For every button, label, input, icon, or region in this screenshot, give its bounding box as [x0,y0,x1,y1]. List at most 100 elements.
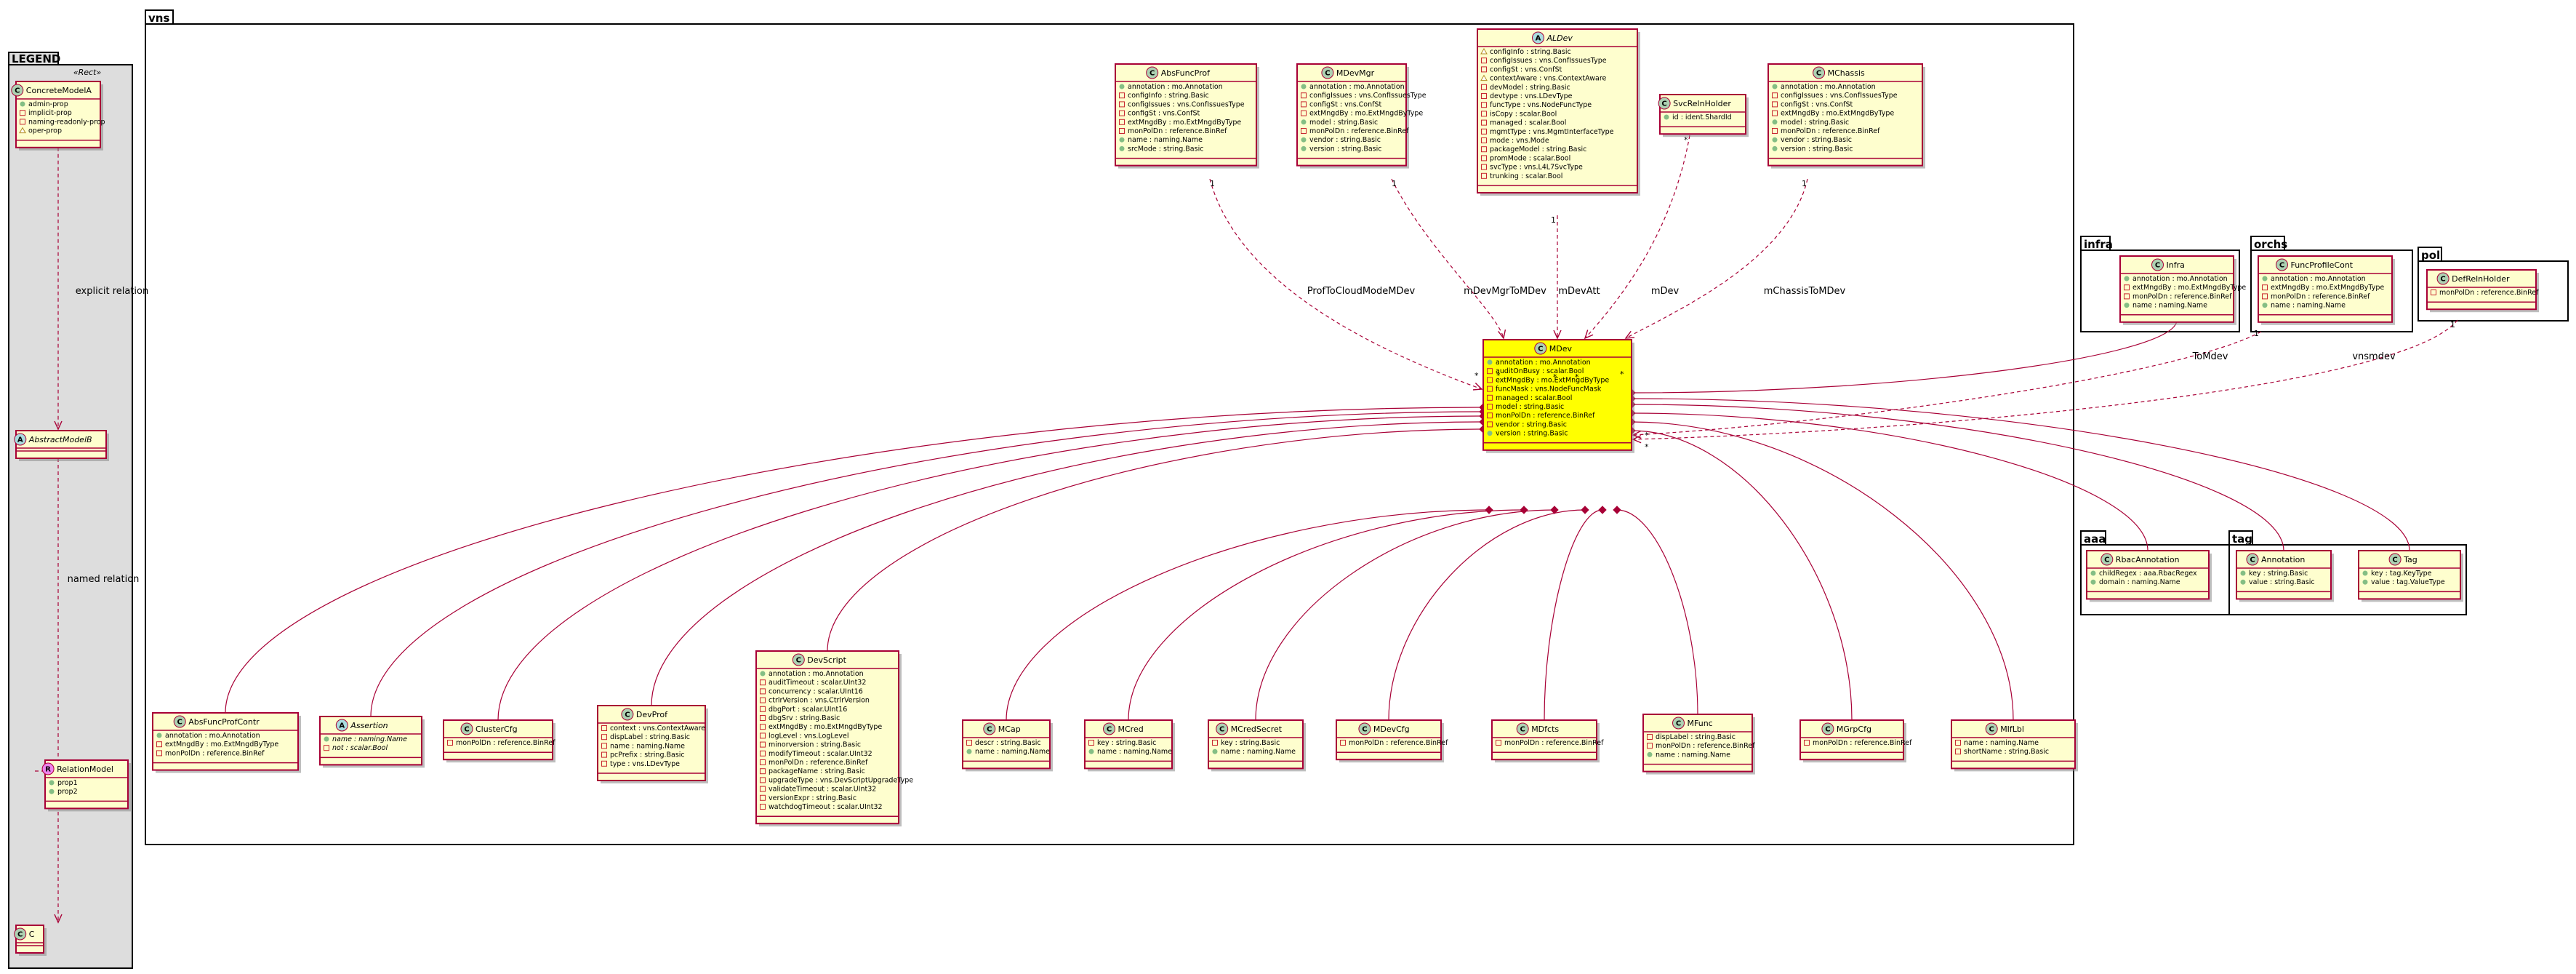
class-attribute: upgradeType : vns.DevScriptUpgradeType [769,776,913,784]
class-attribute: dispLabel : string.Basic [610,733,690,741]
badge-letter: C [1538,346,1543,354]
class-attribute: funcType : vns.NodeFuncType [1490,101,1592,109]
class-attribute: vendor : string.Basic [1309,136,1381,144]
class-attribute: version : string.Basic [1309,145,1381,153]
composition-devscript [827,428,1484,652]
class-attribute: dispLabel : string.Basic [1656,733,1736,741]
class-attribute: configInfo : string.Basic [1490,48,1571,56]
class-attribute: extMngdBy : mo.ExtMngdByType [1496,376,1609,384]
class-name: MDev [1549,344,1573,354]
badge-letter: C [2104,556,2109,564]
badge-letter: C [1989,726,1994,734]
class-name: SvcRelnHolder [1673,99,1731,108]
relation-mdev [1584,135,1690,340]
class-icon [1516,722,1529,735]
class-attribute: model : string.Basic [1309,119,1378,127]
mult-r2-to: * [1496,371,1501,380]
badge-letter: C [2279,262,2284,270]
class-attribute: extMngdBy : mo.ExtMngdByType [769,723,882,731]
legend-stereotype: «Rect» [73,68,102,77]
class-attribute: monPolDn : reference.BinRef [1813,739,1912,747]
class-name: Infra [2167,260,2185,270]
class-attribute: dbgSrv : string.Basic [769,714,840,722]
badge-letter: A [1536,35,1541,43]
class-attribute: configSt : vns.ConfSt [1309,100,1382,108]
composition-mgrpcfg [1631,430,1853,721]
badge-letter: C [1107,726,1112,734]
class-name: C [29,930,35,939]
class-attribute: managed : scalar.Bool [1490,119,1566,127]
class-attribute: name : naming.Name [975,748,1050,756]
class-name: AbsFuncProfContr [188,717,260,727]
mult-r1-to: * [1474,371,1479,380]
relations-layer [32,135,2458,924]
badge-letter: C [1816,70,1821,78]
badge-letter: C [1825,726,1830,734]
composition-mcredsecret [1255,509,1555,721]
class-attribute: prop2 [57,788,78,796]
class-attribute: name : naming.Name [1656,751,1730,759]
abstract-class-icon [1532,31,1544,44]
abstract-class-icon [335,719,348,732]
mult-r1-from: 1 [1210,179,1215,188]
class-name: MCredSecret [1231,724,1283,734]
class-icon [1216,722,1229,735]
composition-clustercfg [497,415,1484,721]
class-attribute: annotation : mo.Annotation [1309,83,1405,91]
composition-mifLbl [1631,421,2014,721]
class-attribute: type : vns.LDevType [610,760,680,768]
class-icon [1358,722,1371,735]
class-icon [1821,722,1834,735]
class-attribute: contextAware : vns.ContextAware [1490,75,1607,83]
mult-r7-to: * [1645,442,1649,452]
class-attribute: packageName : string.Basic [769,767,865,775]
composition-diamond-icon [1598,506,1607,514]
composition-mdfcts [1544,509,1603,721]
relation-class-icon [41,762,55,775]
class-icon [1146,66,1159,79]
relation-label-mdev: mDev [1651,286,1680,297]
class-attribute: name : naming.Name [1097,748,1172,756]
class-attribute: auditOnBusy : scalar.Bool [1496,367,1584,375]
relation-label-mchassistomdev: mChassisToMDev [1764,286,1846,297]
class-attribute: vendor : string.Basic [1781,136,1852,144]
class-attribute: monPolDn : reference.BinRef [2271,292,2370,300]
class-attribute: annotation : mo.Annotation [1128,83,1223,91]
class-attribute: name : naming.Name [1221,748,1296,756]
class-attribute: monPolDn : reference.BinRef [1656,742,1755,750]
class-icon [1534,342,1547,355]
tag-package-title: tag [2232,532,2252,546]
relation-mchassistomdev [1624,178,1808,339]
class-attribute: configInfo : string.Basic [1128,92,1209,100]
class-attribute: monPolDn : reference.BinRef [456,739,555,747]
class-attribute: monPolDn : reference.BinRef [1309,127,1409,135]
class-attribute: model : string.Basic [1496,403,1564,411]
class-icon [1813,66,1826,79]
orchs-package-title: orchs [2254,238,2287,251]
class-attribute: monPolDn : reference.BinRef [1349,739,1448,747]
relation-label-vnsmdev: vnsmdev [2352,351,2396,362]
class-name: MDevCfg [1373,724,1410,734]
composition-absfuncprofcontr [225,407,1484,714]
class-attribute: funcMask : vns.NodeFuncMask [1496,386,1602,394]
mult-r2-from: 1 [1392,179,1397,188]
labels-layer: explicit relation named relation ProfToC… [68,135,2455,585]
legend-named-relation-label: named relation [68,574,140,585]
class-icon [2276,258,2288,271]
class-icon [1658,97,1671,110]
class-name: MCred [1118,724,1144,734]
class-icon [983,722,996,735]
class-attribute: annotation : mo.Annotation [1496,359,1591,367]
class-attribute: not : scalar.Bool [332,744,388,752]
class-attribute: validateTimeout : scalar.UInt32 [769,786,876,794]
badge-letter: C [2392,556,2397,564]
badge-letter: C [17,931,23,939]
class-attribute: packageModel : string.Basic [1490,145,1586,153]
